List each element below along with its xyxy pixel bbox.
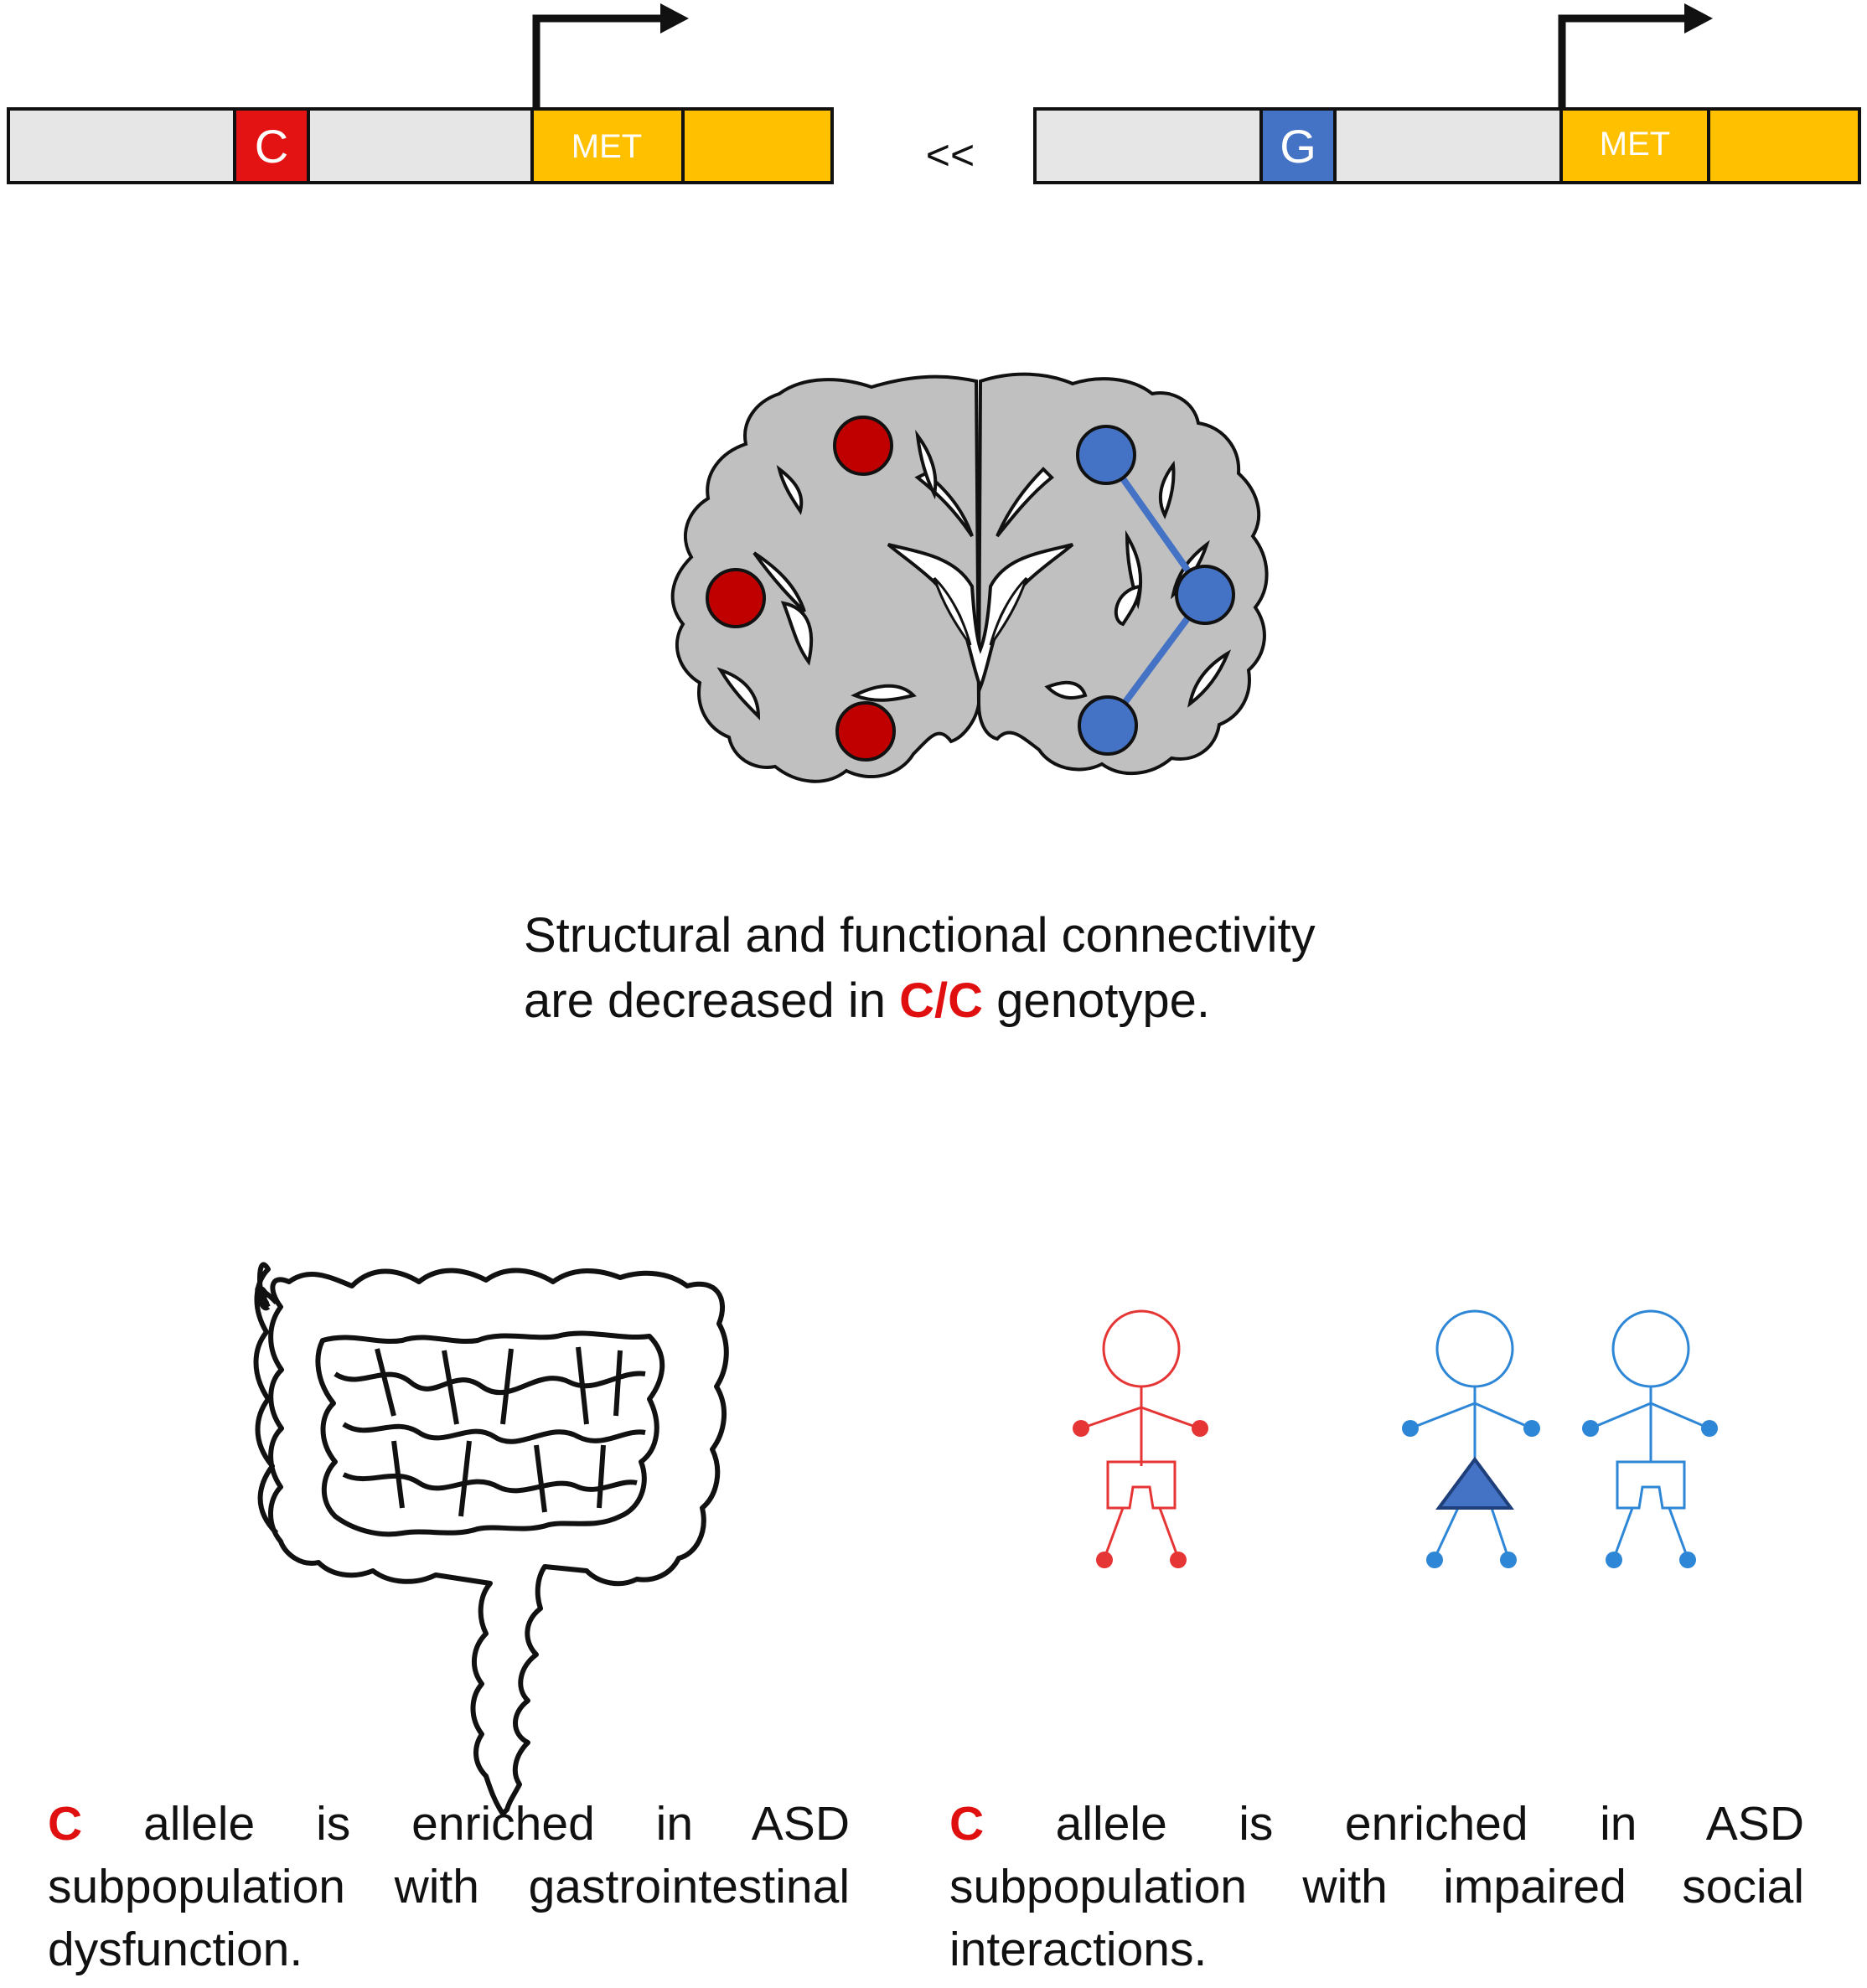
blue-figure-1-joints [1402,1420,1540,1568]
brain-caption-line1: Structural and functional connectivity [524,908,1316,963]
small-intestine [315,1330,665,1537]
sulcus [1044,680,1088,700]
small-intestine-fold [334,1371,646,1396]
sulcus [752,551,806,613]
brain-left-hemisphere [670,374,981,783]
social-caption-text: allele is enriched in ASD subpopulation … [949,1797,1804,1976]
genotype-highlight: C/C [899,973,984,1028]
brain-region-red [833,416,893,476]
brain-ventricle-right-horn [989,576,1028,646]
small-intestine-fold [342,1472,638,1494]
brain-region-red [706,568,766,628]
brain-caption-line2: are decreased in C/C genotype. [524,968,1446,1034]
tss-arrow-left [532,14,662,107]
intestine-illustration [253,1262,729,1816]
red-figure-shorts [1106,1460,1177,1510]
gut-caption: C allele is enriched in ASD subpopulatio… [48,1793,850,1981]
met-label-right: MET [1600,126,1670,163]
allele-box-g [1259,107,1337,184]
allele-label-c: C [255,120,288,173]
red-figure-head [1102,1309,1181,1388]
brain-caption: Structural and functional connectivity a… [524,903,1446,1034]
gut-caption-allele: C [48,1797,83,1851]
sulcus [1158,460,1176,519]
brain-region-blue [1175,565,1235,625]
met-gene-extension-right [1707,107,1861,184]
brain-illustration [670,372,1269,783]
small-intestine-fold [375,1346,623,1425]
sulcus [780,601,814,666]
sulcus [1114,584,1142,627]
sulcus [716,667,761,720]
small-intestine-fold [391,1440,606,1517]
met-gene-box-right [1559,107,1710,184]
met-label-left: MET [571,128,642,165]
met-gene-extension-left [681,107,834,184]
blue-figure-2-head [1611,1309,1690,1388]
blue-figure-1 [1409,1309,1533,1559]
tss-arrowhead-right [1684,3,1713,34]
blue-figure-1-dress [1435,1456,1514,1510]
brain-region-red [835,701,896,762]
brain-region-blue [1078,695,1138,756]
social-caption-allele: C [949,1797,985,1851]
sulcus [1187,649,1232,708]
brain-region-blue [1076,425,1136,485]
blue-figure-2 [1590,1309,1710,1559]
brain-ventricle-left-horn [933,576,972,646]
brain-right-hemisphere [976,372,1269,776]
gene-construct-c: C MET [7,3,834,184]
sulcus [851,684,917,702]
red-figure-joints [1073,1420,1208,1568]
social-caption: C allele is enriched in ASD subpopulatio… [949,1793,1804,1981]
gene-construct-g: G MET [1033,3,1861,184]
brain-caption-pre: are decreased in [524,973,900,1028]
comparison-symbol: << [926,132,975,178]
tss-arrow-right [1558,14,1686,107]
brain-caption-post: genotype. [983,973,1210,1028]
red-figure [1080,1309,1201,1559]
small-intestine-fold [342,1422,646,1444]
tss-arrowhead-left [660,3,689,34]
sulcus [776,465,804,515]
gut-caption-text: allele is enriched in ASD subpopulation … [48,1797,850,1976]
large-intestine-frame [268,1268,729,1816]
sulcus [914,471,974,538]
blue-figure-2-shorts [1616,1460,1686,1510]
blue-figure-2-joints [1582,1420,1718,1568]
allele-box-c [233,107,310,184]
blue-figure-1-head [1435,1309,1514,1388]
allele-label-g: G [1280,120,1316,173]
sulcus [915,429,938,500]
sulcus [996,467,1054,538]
met-gene-box-left [530,107,685,184]
